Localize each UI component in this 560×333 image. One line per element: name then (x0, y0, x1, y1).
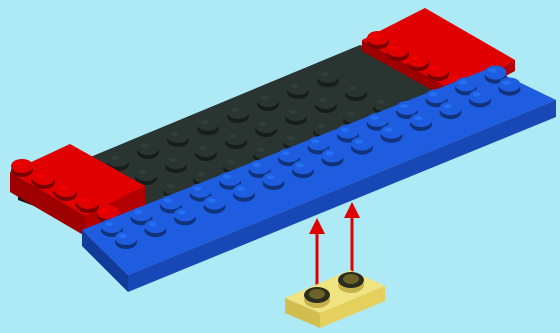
red-right-stud (387, 43, 409, 61)
dark-stud (165, 155, 187, 173)
blue-stud (174, 207, 196, 225)
red-left-stud (55, 183, 77, 201)
blue-stud (204, 196, 226, 214)
red-left-stud (77, 195, 99, 213)
yellow-stud-2 (338, 272, 364, 293)
blue-stud (351, 137, 373, 155)
blue-stud (410, 113, 432, 131)
blue-stud (440, 101, 462, 119)
blue-stud (499, 78, 521, 96)
dark-stud (315, 95, 337, 113)
dark-stud (137, 141, 159, 159)
red-right-stud (367, 31, 389, 49)
dark-stud (255, 119, 277, 137)
dark-stud (167, 129, 189, 147)
red-left-stud (33, 171, 55, 189)
dark-stud (317, 69, 339, 87)
yellow-stud-1 (304, 287, 330, 308)
blue-stud (263, 172, 285, 190)
dark-stud (197, 117, 219, 135)
blue-stud (115, 231, 137, 249)
red-right-stud (407, 53, 429, 71)
blue-stud (145, 219, 167, 237)
dark-stud (287, 81, 309, 99)
dark-stud (195, 143, 217, 161)
blue-stud (469, 89, 491, 107)
dark-stud (345, 83, 367, 101)
dark-stud (257, 93, 279, 111)
blue-stud (322, 148, 344, 166)
dark-stud (225, 131, 247, 149)
dark-stud (227, 105, 249, 123)
blue-stud (292, 160, 314, 178)
red-left-stud (11, 159, 33, 177)
blue-stud (381, 125, 403, 143)
blue-stud (233, 184, 255, 202)
dark-stud (285, 107, 307, 125)
red-right-stud (427, 63, 449, 81)
